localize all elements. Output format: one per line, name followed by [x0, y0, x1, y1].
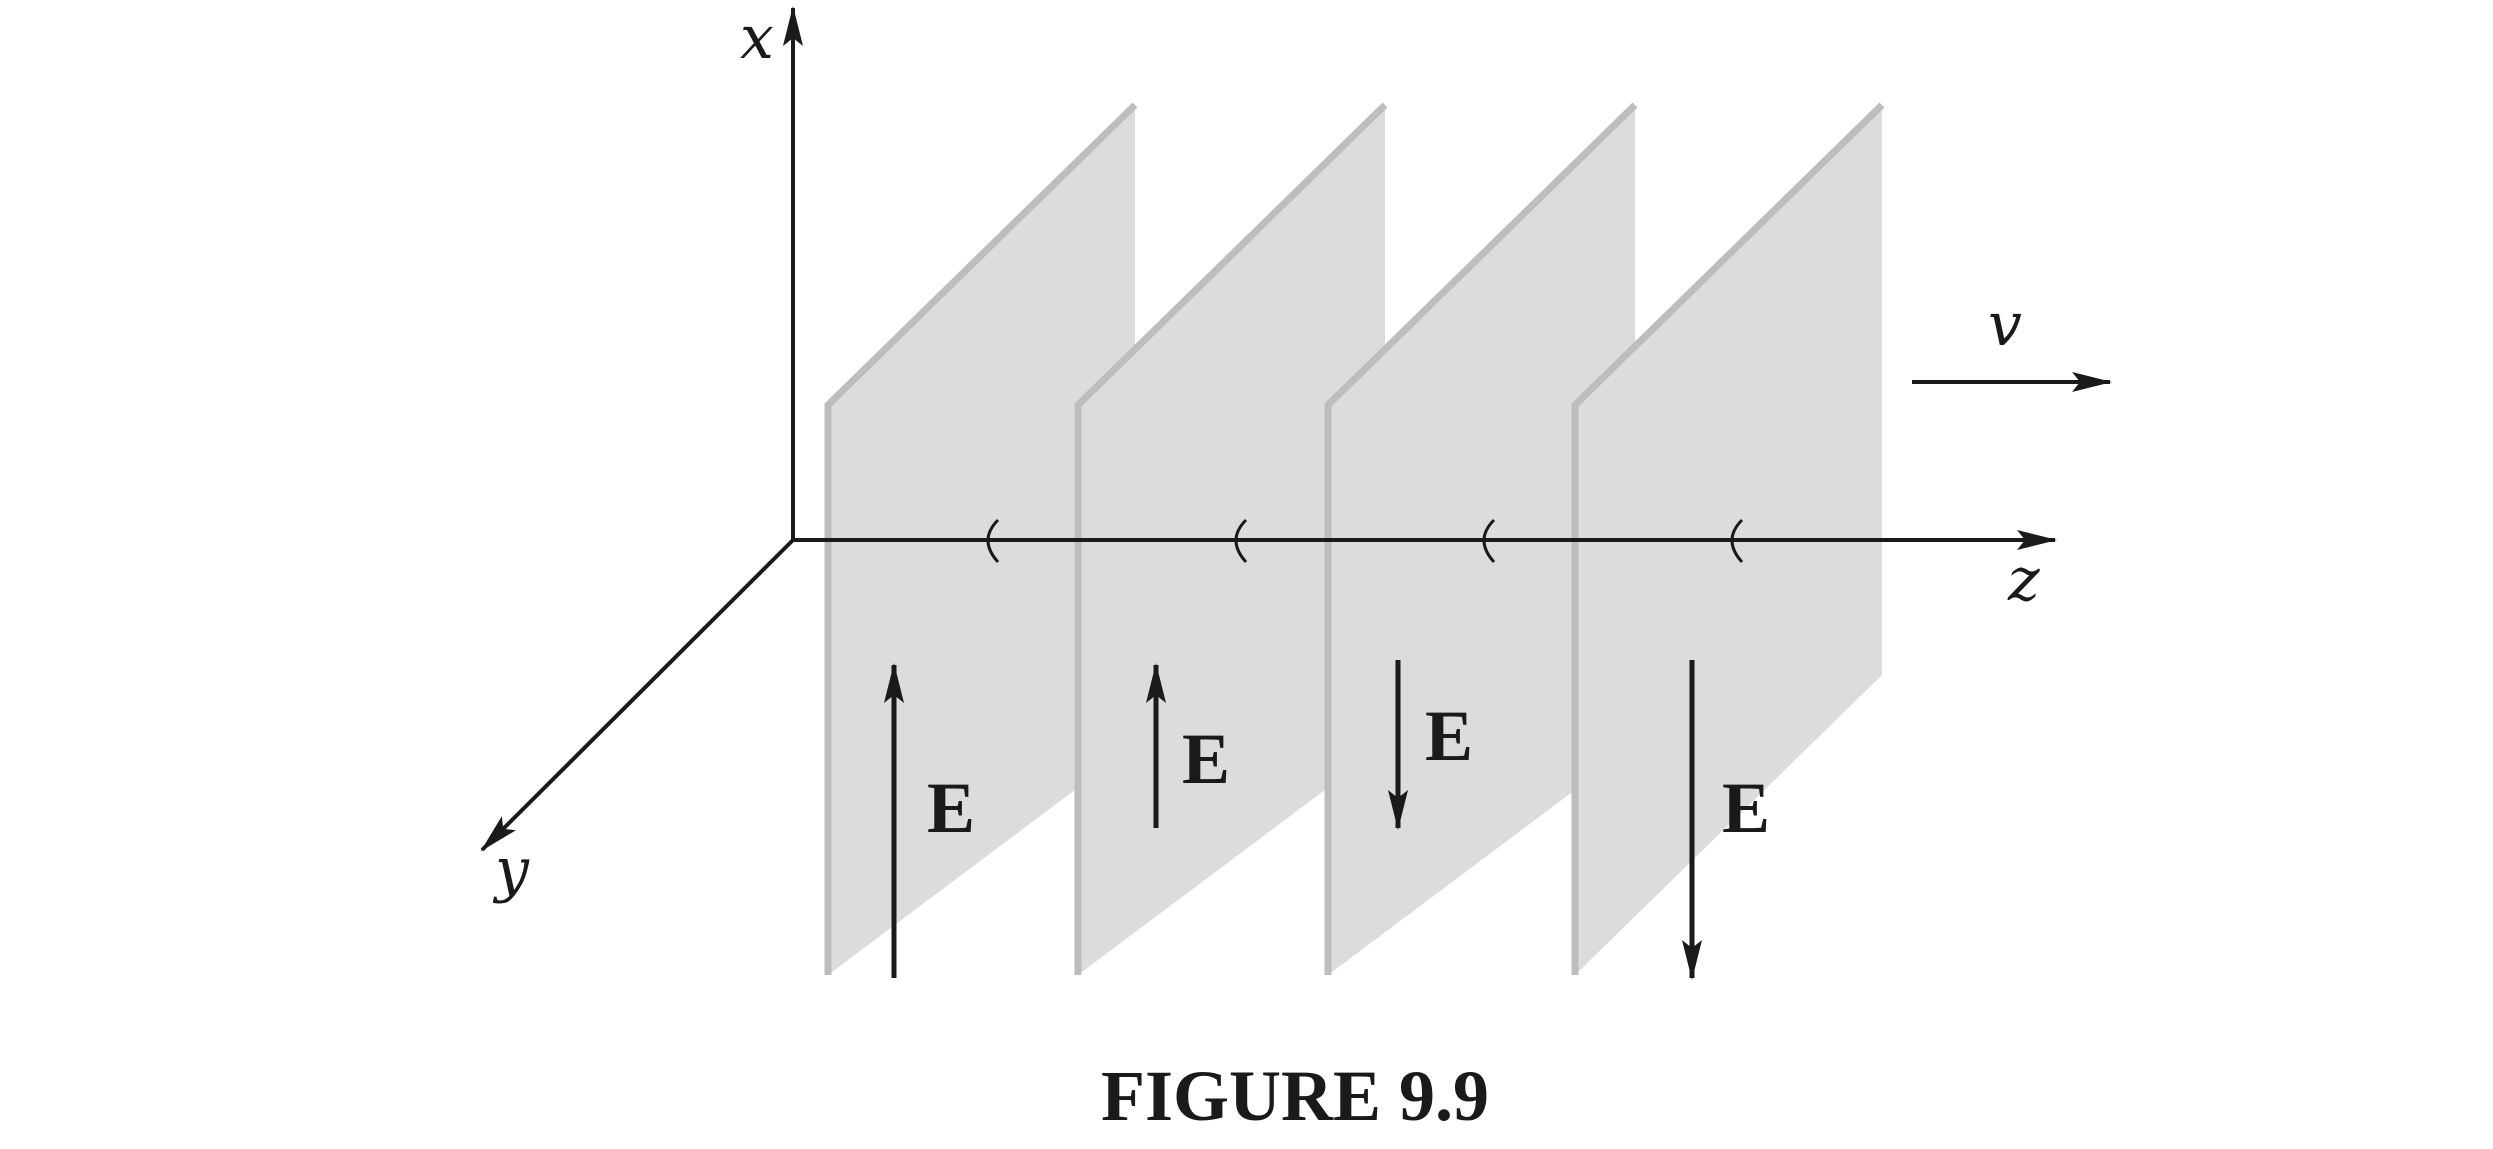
coordinate-axes: [480, 6, 2057, 852]
crossover-mark-1: [986, 518, 1000, 564]
e-field-label-2: E: [1182, 719, 1230, 799]
axis-crossover-marks: [986, 518, 1744, 564]
z-axis-label: z: [2007, 545, 2040, 615]
y-axis: [480, 538, 795, 852]
crossover-mark-2: [1234, 518, 1248, 564]
velocity-label: v: [1988, 290, 2022, 360]
e-field-label-4: E: [1722, 768, 1770, 848]
e-field-label-3: E: [1425, 696, 1473, 776]
wavefront-plane-1-edge: [824, 102, 1138, 975]
y-axis-label: y: [492, 835, 530, 905]
wavefront-plane-2-edge: [1074, 102, 1388, 975]
e-field-label-1: E: [927, 768, 975, 848]
wavefront-plane-3-edge: [1324, 102, 1638, 975]
velocity-indicator: v: [1912, 290, 2112, 392]
wavefront-plane-4-edge: [1571, 102, 1885, 975]
crossover-mark-4: [1730, 518, 1744, 564]
x-axis-label: x: [740, 3, 774, 73]
figure-caption: FIGURE 9.9: [1101, 1056, 1489, 1136]
crossover-mark-3: [1482, 518, 1496, 564]
electric-field-vectors: E E E E: [884, 660, 1770, 980]
